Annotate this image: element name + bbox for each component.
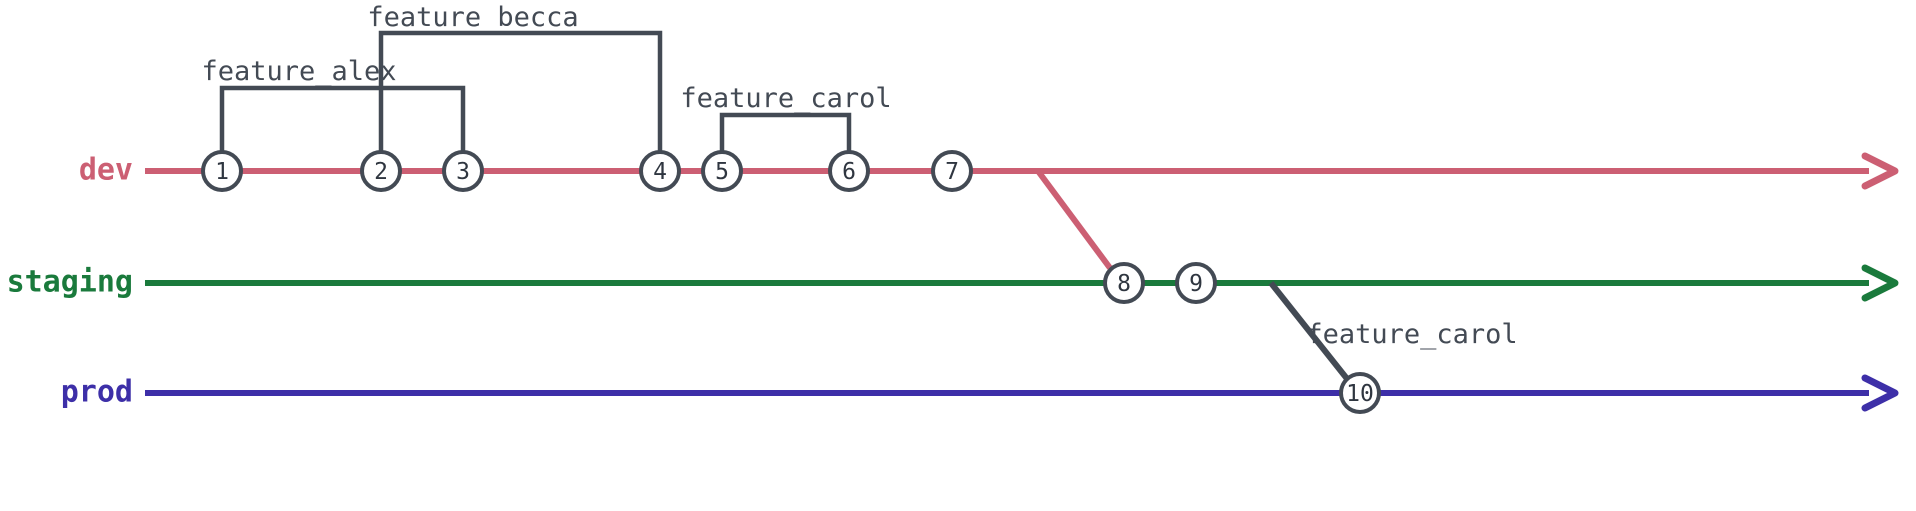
branch-arrow-dev (1861, 152, 1899, 190)
commit-circle-7 (931, 150, 973, 192)
branch-label-dev: dev (79, 153, 133, 188)
merge-lines-group: feature_carol (1035, 169, 1518, 382)
branch-lines-group (145, 152, 1899, 412)
commit-node-8[interactable]: 8 (1103, 262, 1145, 304)
merge-staging-to-prod (1268, 281, 1351, 382)
commit-number-10: 10 (1346, 381, 1374, 407)
commit-node-9[interactable]: 9 (1175, 262, 1217, 304)
commit-number-5: 5 (715, 159, 729, 185)
commit-number-3: 3 (456, 159, 470, 185)
feature-alex-bracket (219, 85, 466, 152)
feature-brackets-group: feature_alex feature_becca feature_carol (201, 2, 892, 152)
commit-node-1[interactable]: 1 (201, 150, 243, 192)
branch-label-prod: prod (61, 375, 133, 410)
commit-node-3[interactable]: 3 (442, 150, 484, 192)
commit-circle-1 (201, 150, 243, 192)
commit-number-4: 4 (653, 159, 667, 185)
merge-staging-to-prod-label: feature_carol (1306, 319, 1517, 350)
commit-circle-10 (1339, 372, 1381, 414)
commit-node-5[interactable]: 5 (701, 150, 743, 192)
commit-node-6[interactable]: 6 (828, 150, 870, 192)
commit-number-1: 1 (215, 159, 229, 185)
commit-node-10[interactable]: 10 (1339, 372, 1381, 414)
commit-number-9: 9 (1189, 271, 1203, 297)
commit-node-7[interactable]: 7 (931, 150, 973, 192)
commit-node-4[interactable]: 4 (639, 150, 681, 192)
feature-carol-label: feature_carol (680, 83, 891, 114)
feature-alex-label: feature_alex (201, 56, 396, 87)
commit-circle-5 (701, 150, 743, 192)
feature-becca-label: feature_becca (367, 2, 578, 33)
feature-becca-bracket (378, 30, 663, 152)
commit-circle-3 (442, 150, 484, 192)
branch-label-staging: staging (7, 265, 133, 300)
branch-arrow-prod (1861, 374, 1899, 412)
commit-circle-9 (1175, 262, 1217, 304)
branch-arrow-staging (1861, 264, 1899, 302)
commit-number-8: 8 (1117, 271, 1131, 297)
commit-number-6: 6 (842, 159, 856, 185)
commit-nodes-group: 1 2 3 4 5 6 7 8 9 10 (201, 150, 1381, 414)
commit-number-2: 2 (374, 159, 388, 185)
commit-number-7: 7 (945, 159, 959, 185)
commit-node-2[interactable]: 2 (360, 150, 402, 192)
commit-circle-8 (1103, 262, 1145, 304)
branch-labels-group: dev staging prod (7, 153, 133, 410)
commit-circle-6 (828, 150, 870, 192)
commit-circle-2 (360, 150, 402, 192)
merge-dev-to-staging (1035, 169, 1113, 270)
commit-circle-4 (639, 150, 681, 192)
feature-carol-bracket (719, 112, 852, 152)
